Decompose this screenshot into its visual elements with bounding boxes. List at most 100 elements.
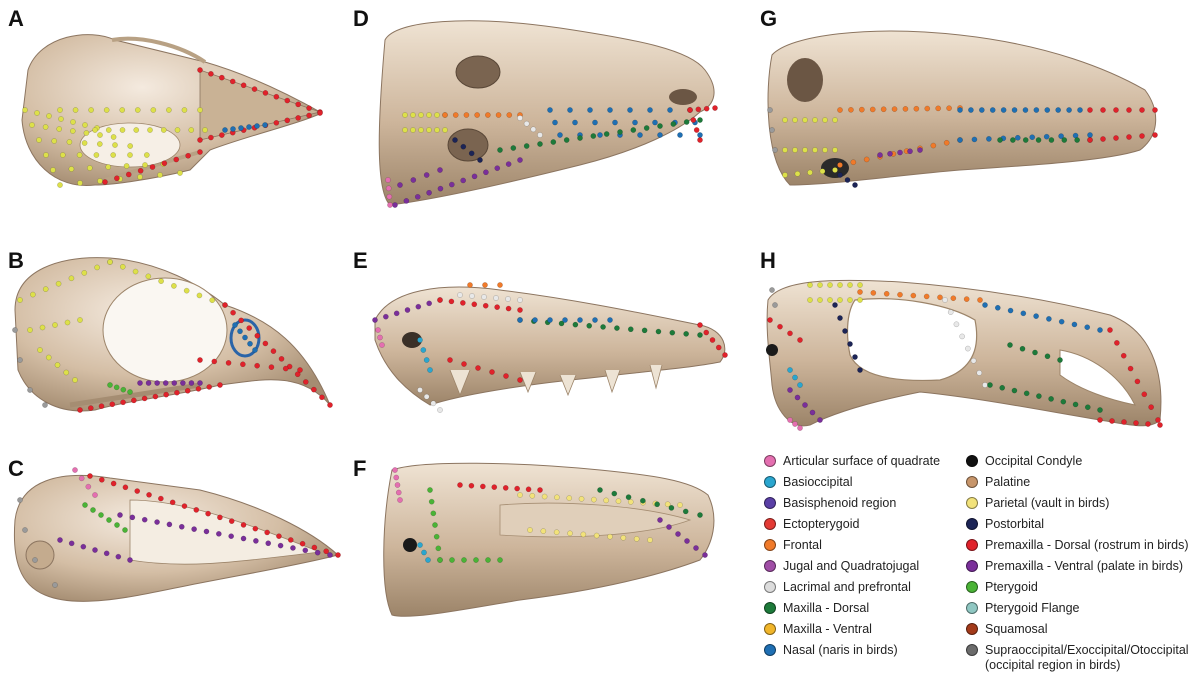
landmark-dot bbox=[427, 367, 433, 373]
landmark-dot bbox=[437, 557, 443, 563]
skull-b bbox=[14, 257, 331, 412]
landmark-dot bbox=[254, 362, 260, 369]
landmark-dot bbox=[1155, 417, 1161, 423]
landmark-dot bbox=[817, 297, 823, 303]
landmark-dot bbox=[403, 198, 410, 204]
landmark-dot bbox=[421, 549, 427, 556]
landmark-dot bbox=[87, 473, 93, 479]
landmark-dot bbox=[72, 107, 79, 113]
landmark-dot bbox=[43, 152, 49, 158]
landmark-dot bbox=[497, 557, 503, 563]
landmark-dot bbox=[387, 202, 393, 208]
landmark-dot bbox=[410, 127, 416, 133]
landmark-dot bbox=[591, 496, 597, 503]
landmark-dot bbox=[127, 557, 133, 563]
landmark-dot bbox=[592, 119, 598, 126]
landmark-dot bbox=[77, 317, 83, 323]
landmark-dot bbox=[887, 150, 893, 157]
legend-swatch bbox=[966, 476, 978, 488]
landmark-dot bbox=[191, 526, 197, 532]
landmark-dot bbox=[1023, 390, 1030, 397]
landmark-dot bbox=[230, 309, 236, 316]
landmark-dot bbox=[131, 397, 137, 404]
landmark-dot bbox=[489, 369, 495, 375]
landmark-dot bbox=[643, 125, 650, 131]
landmark-dot bbox=[1060, 398, 1067, 405]
landmark-dot bbox=[385, 177, 391, 183]
landmark-dot bbox=[767, 317, 773, 323]
landmark-dot bbox=[471, 173, 478, 180]
landmark-dot bbox=[137, 174, 143, 180]
landmark-dot bbox=[1121, 419, 1127, 425]
landmark-dot bbox=[460, 143, 467, 150]
landmark-dot bbox=[553, 529, 560, 536]
landmark-dot bbox=[902, 106, 909, 112]
landmark-dot bbox=[103, 550, 110, 557]
landmark-dot bbox=[127, 152, 133, 158]
legend-swatch bbox=[764, 560, 776, 572]
landmark-dot bbox=[219, 132, 225, 138]
landmark-dot bbox=[36, 137, 42, 143]
landmark-dot bbox=[17, 297, 23, 303]
landmark-dot bbox=[1010, 137, 1016, 143]
landmark-dot bbox=[657, 517, 663, 523]
landmark-dot bbox=[772, 302, 778, 308]
landmark-dot bbox=[317, 110, 323, 116]
landmark-dot bbox=[468, 482, 475, 489]
landmark-dot bbox=[847, 341, 853, 347]
landmark-dot bbox=[923, 293, 930, 300]
legend-swatch bbox=[966, 623, 978, 635]
landmark-dot bbox=[410, 112, 416, 118]
landmark-dot bbox=[418, 112, 424, 118]
landmark-dot bbox=[485, 112, 491, 118]
landmark-dot bbox=[837, 282, 843, 288]
landmark-dot bbox=[937, 294, 943, 301]
landmark-dot bbox=[615, 498, 622, 504]
landmark-dot bbox=[797, 425, 803, 431]
landmark-dot bbox=[246, 124, 252, 130]
landmark-dot bbox=[794, 394, 801, 401]
landmark-dot bbox=[105, 164, 111, 170]
landmark-dot bbox=[208, 71, 214, 77]
landmark-dot bbox=[917, 147, 923, 153]
landmark-dot bbox=[129, 514, 136, 521]
landmark-dot bbox=[247, 340, 253, 347]
landmark-dot bbox=[434, 127, 440, 133]
landmark-dot bbox=[547, 317, 553, 323]
landmark-dot bbox=[437, 167, 443, 173]
landmark-dot bbox=[529, 492, 536, 499]
landmark-dot bbox=[857, 282, 863, 288]
landmark-dot bbox=[797, 337, 803, 343]
landmark-dot bbox=[197, 357, 203, 363]
landmark-dot bbox=[82, 122, 88, 128]
landmark-dot bbox=[120, 399, 126, 406]
landmark-dot bbox=[119, 107, 126, 113]
landmark-dot bbox=[262, 340, 269, 347]
landmark-dot bbox=[253, 538, 259, 544]
landmark-dot bbox=[197, 67, 203, 73]
landmark-dot bbox=[787, 367, 793, 373]
landmark-dot bbox=[238, 125, 244, 131]
landmark-dot bbox=[702, 552, 708, 558]
landmark-dot bbox=[232, 322, 238, 328]
landmark-dot bbox=[287, 537, 294, 543]
landmark-dot bbox=[1100, 136, 1106, 142]
landmark-dot bbox=[822, 117, 828, 123]
landmark-dot bbox=[262, 122, 268, 128]
landmark-dot bbox=[957, 107, 963, 113]
landmark-dot bbox=[278, 356, 285, 362]
legend-swatch bbox=[966, 518, 978, 530]
landmark-dot bbox=[809, 409, 816, 416]
landmark-dot bbox=[482, 302, 489, 309]
landmark-dot bbox=[154, 519, 160, 525]
landmark-dot bbox=[394, 482, 401, 488]
landmark-dot bbox=[54, 362, 61, 368]
landmark-dot bbox=[474, 112, 480, 118]
landmark-dot bbox=[385, 185, 392, 192]
landmark-dot bbox=[92, 127, 98, 133]
landmark-dot bbox=[942, 297, 948, 303]
landmark-dot bbox=[647, 107, 653, 113]
legend-label: Jugal and Quadratojugal bbox=[783, 559, 920, 573]
landmark-dot bbox=[593, 532, 600, 539]
